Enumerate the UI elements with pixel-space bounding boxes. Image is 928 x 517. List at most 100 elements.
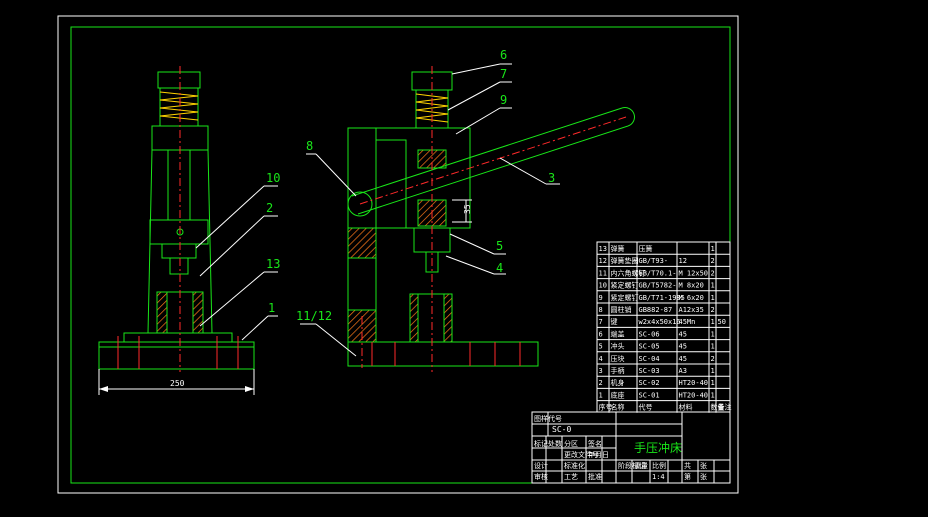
outer-frame bbox=[57, 15, 739, 494]
tb-cell-11: 审核 bbox=[534, 472, 548, 481]
dimension-35: 35 bbox=[463, 204, 472, 214]
tb-cell-7: 标准化 bbox=[564, 461, 585, 470]
tb-cell-6: 设计 bbox=[534, 461, 548, 470]
tb-cell-16: 第 bbox=[684, 472, 691, 481]
parts-cell-std: GB/T70.1- bbox=[639, 269, 677, 277]
parts-cell-spec: M 8x20 bbox=[679, 282, 704, 290]
parts-cell-name: 底座 bbox=[611, 390, 625, 399]
parts-cell-no: 1 bbox=[599, 391, 603, 399]
parts-cell-name: 弹簧 bbox=[611, 244, 625, 253]
parts-cell-name: 压块 bbox=[611, 354, 625, 363]
parts-cell-mat: 50 bbox=[718, 318, 726, 326]
parts-cell-std: w2x4x50x16 bbox=[639, 318, 681, 326]
parts-cell-std: SC-04 bbox=[639, 355, 660, 363]
parts-cell-qty: 1 bbox=[711, 245, 715, 253]
parts-cell-std: SC-06 bbox=[639, 330, 660, 338]
parts-cell-no: 7 bbox=[599, 318, 603, 326]
parts-cell-name: 弹簧垫圈 bbox=[611, 256, 639, 265]
parts-cell-qty: 2 bbox=[711, 306, 715, 314]
title-block bbox=[531, 411, 731, 484]
drawing-title: 手压冲床 bbox=[634, 440, 682, 455]
parts-cell-std: 压簧 bbox=[639, 244, 653, 253]
parts-cell-no: 6 bbox=[599, 330, 603, 338]
parts-cell-std: SC-01 bbox=[639, 391, 660, 399]
parts-cell-std: GB882-87 bbox=[639, 306, 673, 314]
parts-cell-spec: HT20-40 bbox=[679, 391, 709, 399]
parts-cell-qty: 1 bbox=[711, 294, 715, 302]
parts-cell-std: GB/T93- bbox=[639, 257, 669, 265]
balloon-5: 5 bbox=[496, 239, 503, 253]
parts-cell-std: SC-03 bbox=[639, 367, 660, 375]
balloon-2: 2 bbox=[266, 201, 273, 215]
parts-cell-name: 冲头 bbox=[611, 342, 625, 351]
dimension-250: 250 bbox=[170, 379, 185, 388]
parts-cell-no: 10 bbox=[599, 282, 607, 290]
parts-cell-qty: 1 bbox=[711, 282, 715, 290]
inner-frame bbox=[70, 26, 731, 484]
parts-header-std: 代号 bbox=[639, 403, 653, 412]
tb-cell-0: 标记 bbox=[534, 439, 548, 448]
balloon-8: 8 bbox=[306, 139, 313, 153]
parts-cell-name: 紧定螺钉 bbox=[611, 293, 639, 302]
parts-cell-name: 机身 bbox=[611, 378, 625, 387]
parts-header-no: 序号 bbox=[599, 403, 613, 412]
tb-cell-2: 分区 bbox=[564, 439, 578, 448]
parts-cell-spec: A12x35 bbox=[679, 306, 704, 314]
tb-cell-15: 张 bbox=[700, 461, 707, 470]
parts-cell-spec: M 6x20 bbox=[679, 294, 704, 302]
tb-cell-8: 阶段标记 bbox=[618, 461, 646, 470]
parts-cell-std: SC-02 bbox=[639, 379, 660, 387]
balloon-11-12: 11/12 bbox=[296, 309, 332, 323]
parts-cell-spec: 12 bbox=[679, 257, 687, 265]
parts-cell-name: 端盖 bbox=[611, 329, 625, 338]
parts-cell-qty: 1 bbox=[711, 379, 715, 387]
tb-cell-13: 批准 bbox=[588, 472, 602, 481]
balloon-6: 6 bbox=[500, 48, 507, 62]
drawing-scale: 1:4 bbox=[652, 473, 665, 481]
parts-header-mat: 备注 bbox=[718, 403, 732, 412]
drawing-number: SC-0 bbox=[552, 425, 571, 434]
balloon-10: 10 bbox=[266, 171, 280, 185]
balloon-3: 3 bbox=[548, 171, 555, 185]
parts-cell-spec: 45 bbox=[679, 330, 687, 338]
drawing-number-label: 图样代号 bbox=[534, 414, 562, 423]
leader-lines bbox=[195, 63, 560, 357]
tb-cell-17: 张 bbox=[700, 472, 707, 481]
balloon-13: 13 bbox=[266, 257, 280, 271]
parts-header-qty: 数量 bbox=[711, 403, 725, 412]
parts-cell-spec: M 12x50 bbox=[679, 269, 709, 277]
parts-cell-spec: 45Mn bbox=[679, 318, 696, 326]
tb-cell-1: 处数 bbox=[548, 439, 562, 448]
parts-cell-no: 4 bbox=[599, 355, 603, 363]
balloon-9: 9 bbox=[500, 93, 507, 107]
balloon-7: 7 bbox=[500, 67, 507, 81]
parts-cell-no: 2 bbox=[599, 379, 603, 387]
tb-cell-3: 更改文件号 bbox=[564, 450, 599, 459]
parts-cell-qty: 1 bbox=[711, 367, 715, 375]
right-view bbox=[347, 66, 635, 372]
parts-cell-qty: 1 bbox=[711, 318, 715, 326]
parts-header-spec: 材料 bbox=[679, 403, 693, 412]
tb-cell-10: 比例 bbox=[652, 461, 666, 470]
parts-cell-no: 11 bbox=[599, 269, 607, 277]
parts-cell-qty: 1 bbox=[711, 343, 715, 351]
parts-cell-no: 5 bbox=[599, 343, 603, 351]
tb-cell-9: 重量 bbox=[634, 462, 648, 470]
parts-cell-name: 手柄 bbox=[611, 366, 625, 375]
parts-cell-spec: HT20-40 bbox=[679, 379, 709, 387]
tb-cell-12: 工艺 bbox=[564, 473, 578, 481]
parts-cell-name: 内六角螺钉 bbox=[611, 268, 646, 277]
parts-cell-no: 3 bbox=[599, 367, 603, 375]
parts-cell-qty: 2 bbox=[711, 257, 715, 265]
tb-cell-4: 签名 bbox=[588, 439, 602, 448]
tb-cell-14: 共 bbox=[684, 461, 691, 470]
parts-cell-spec: 45 bbox=[679, 343, 687, 351]
parts-cell-name: 紧定螺钉 bbox=[611, 281, 639, 290]
parts-cell-name: 圆柱销 bbox=[611, 305, 632, 314]
parts-cell-qty: 2 bbox=[711, 269, 715, 277]
balloon-1: 1 bbox=[268, 301, 275, 315]
parts-cell-spec: 45 bbox=[679, 355, 687, 363]
